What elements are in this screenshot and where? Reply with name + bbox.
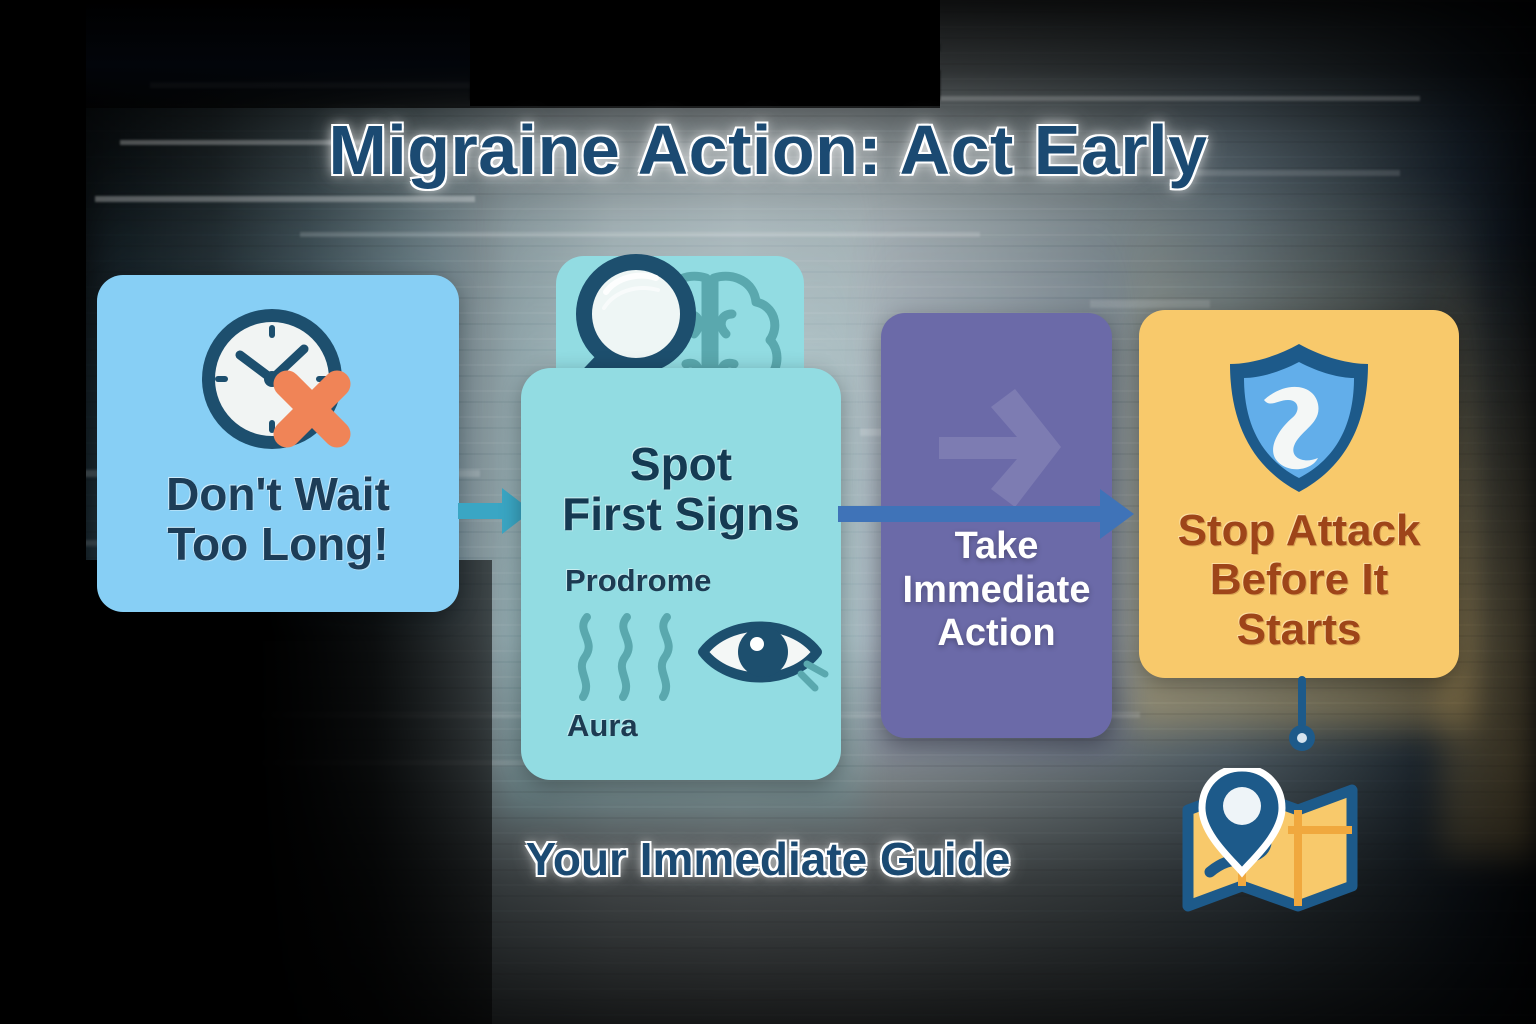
x-mark-icon	[273, 370, 351, 448]
arrow-step1-to-step2	[458, 488, 532, 534]
pin-connector-step4-to-map	[1289, 676, 1315, 751]
glitch-streak	[940, 96, 1420, 101]
step-card-take-immediate-action[interactable]: Take Immediate Action	[881, 313, 1112, 738]
glitch-streak	[300, 232, 980, 237]
arrow-right-watermark-icon	[939, 389, 1061, 507]
background-black-band-top2	[470, 0, 940, 106]
label-prodrome: Prodrome	[565, 563, 712, 598]
card-title-spot-first-signs: Spot First Signs	[562, 438, 800, 540]
label-aura: Aura	[567, 708, 638, 743]
eye-icon	[698, 621, 829, 692]
glitch-streak	[95, 196, 475, 202]
step-card-spot-first-signs[interactable]: Spot First Signs Prodrome Aura	[521, 368, 841, 780]
card-title-dont-wait: Don't Wait Too Long!	[166, 468, 390, 570]
clock-icon	[202, 309, 351, 449]
card-title-take-immediate-action: Take Immediate Action	[902, 525, 1091, 655]
page-title: Migraine Action: Act Early	[328, 111, 1208, 189]
glitch-streak	[1000, 170, 1400, 176]
arrow-step2-to-step4	[838, 489, 1134, 539]
step-card-dont-wait[interactable]: Don't Wait Too Long!	[97, 275, 459, 612]
step-card-stop-attack[interactable]: Stop Attack Before It Starts	[1139, 310, 1459, 678]
map-pin-icon	[1198, 768, 1286, 878]
glitch-streak	[120, 140, 380, 145]
footer-caption: Your Immediate Guide	[525, 833, 1011, 885]
glitch-streak	[1090, 300, 1210, 308]
background-black-band-bottom-left	[0, 560, 492, 1024]
wavy-lines-icon	[577, 613, 673, 701]
map-location-icon	[1182, 768, 1358, 912]
shield-icon	[1230, 344, 1368, 492]
card-title-stop-attack: Stop Attack Before It Starts	[1177, 506, 1421, 654]
